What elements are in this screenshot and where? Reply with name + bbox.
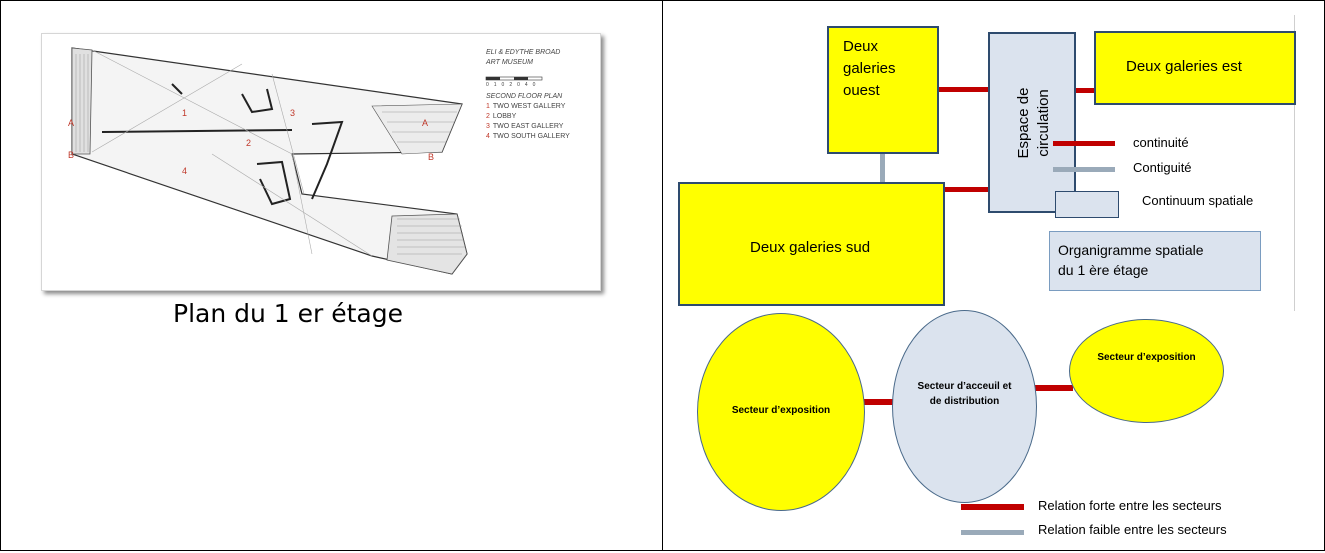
room-number-4: 4 xyxy=(182,166,187,176)
legend-continuity: continuité xyxy=(1133,135,1189,150)
west-gallery-box: Deux galeries ouest xyxy=(827,26,939,154)
room-number-1: 1 xyxy=(182,108,187,118)
legend-swatch-strong xyxy=(961,504,1024,510)
exhibition-sector-right: Secteur d’exposition xyxy=(1069,319,1224,423)
scale-tick: 10 xyxy=(493,82,510,88)
legend-weak-relation: Relation faible entre les secteurs xyxy=(1038,522,1227,537)
legend-swatch-weak xyxy=(961,530,1024,535)
plan-title: SECOND FLOOR PLAN xyxy=(486,93,563,100)
reception-sector: Secteur d’acceuil et de distribution xyxy=(892,310,1037,503)
organigram-title-box: Organigramme spatiale du 1 ère étage xyxy=(1049,231,1261,291)
scale-tick: 40 xyxy=(524,82,541,88)
left-panel: 1 2 3 4 A B A B ELI & EDYTHE BROAD ART M… xyxy=(0,0,663,551)
connector-south-circulation xyxy=(943,187,989,192)
east-gallery-box: Deux galeries est xyxy=(1094,31,1296,105)
legend-strong-relation: Relation forte entre les secteurs xyxy=(1038,498,1222,513)
south-gallery-label: Deux galeries sud xyxy=(750,239,871,256)
divider xyxy=(1294,15,1295,311)
room-number-2: 2 xyxy=(246,138,251,148)
west-gallery-label: Deux galeries ouest xyxy=(843,38,896,99)
section-mark-b-left: B xyxy=(68,150,74,160)
section-mark-a-left: A xyxy=(68,118,74,128)
floor-plan-image: 1 2 3 4 A B A B ELI & EDYTHE BROAD ART M… xyxy=(41,33,601,291)
south-gallery-box: Deux galeries sud xyxy=(678,182,945,306)
connector-reception-exposition xyxy=(1035,385,1073,391)
right-panel: Deux galeries ouest Espace de circulatio… xyxy=(662,0,1325,551)
legend-continuum: Continuum spatiale xyxy=(1142,193,1254,208)
connector-west-circulation xyxy=(939,87,989,92)
scale-ticks: 0102040 xyxy=(486,81,540,90)
exhibition-sector-right-label: Secteur d’exposition xyxy=(1097,352,1196,363)
exhibition-sector-left: Secteur d’exposition xyxy=(697,313,865,511)
organigram-title: Organigramme spatiale du 1 ère étage xyxy=(1058,242,1204,278)
legend-contiguity: Contiguité xyxy=(1133,160,1192,175)
connector-west-south xyxy=(880,153,885,183)
room-number-3: 3 xyxy=(290,108,295,118)
museum-name-line1: ELI & EDYTHE BROAD xyxy=(486,49,561,56)
museum-name-line2: ART MUSEUM xyxy=(486,59,533,66)
plan-caption: Plan du 1 er étage xyxy=(173,299,404,328)
east-gallery-label: Deux galeries est xyxy=(1126,58,1242,75)
connector-circulation-east xyxy=(1075,88,1095,93)
scale-tick: 20 xyxy=(509,82,525,88)
legend-swatch-contiguity xyxy=(1053,167,1115,172)
exhibition-sector-left-label: Secteur d’exposition xyxy=(731,405,831,416)
circulation-label: Espace de circulation xyxy=(1015,87,1052,159)
reception-sector-label: Secteur d’acceuil et de distribution xyxy=(917,381,1012,407)
connector-exposition-reception xyxy=(863,399,895,405)
section-mark-a-right: A xyxy=(422,118,428,128)
floor-plan-drawing: 1 2 3 4 A B A B xyxy=(68,47,543,275)
section-mark-b-right: B xyxy=(428,152,434,162)
scale-tick: 0 xyxy=(486,82,494,88)
legend-swatch-continuity xyxy=(1053,141,1115,146)
legend-swatch-continuum xyxy=(1055,191,1119,218)
circulation-box: Espace de circulation xyxy=(988,32,1076,213)
scale-bar xyxy=(485,76,543,81)
